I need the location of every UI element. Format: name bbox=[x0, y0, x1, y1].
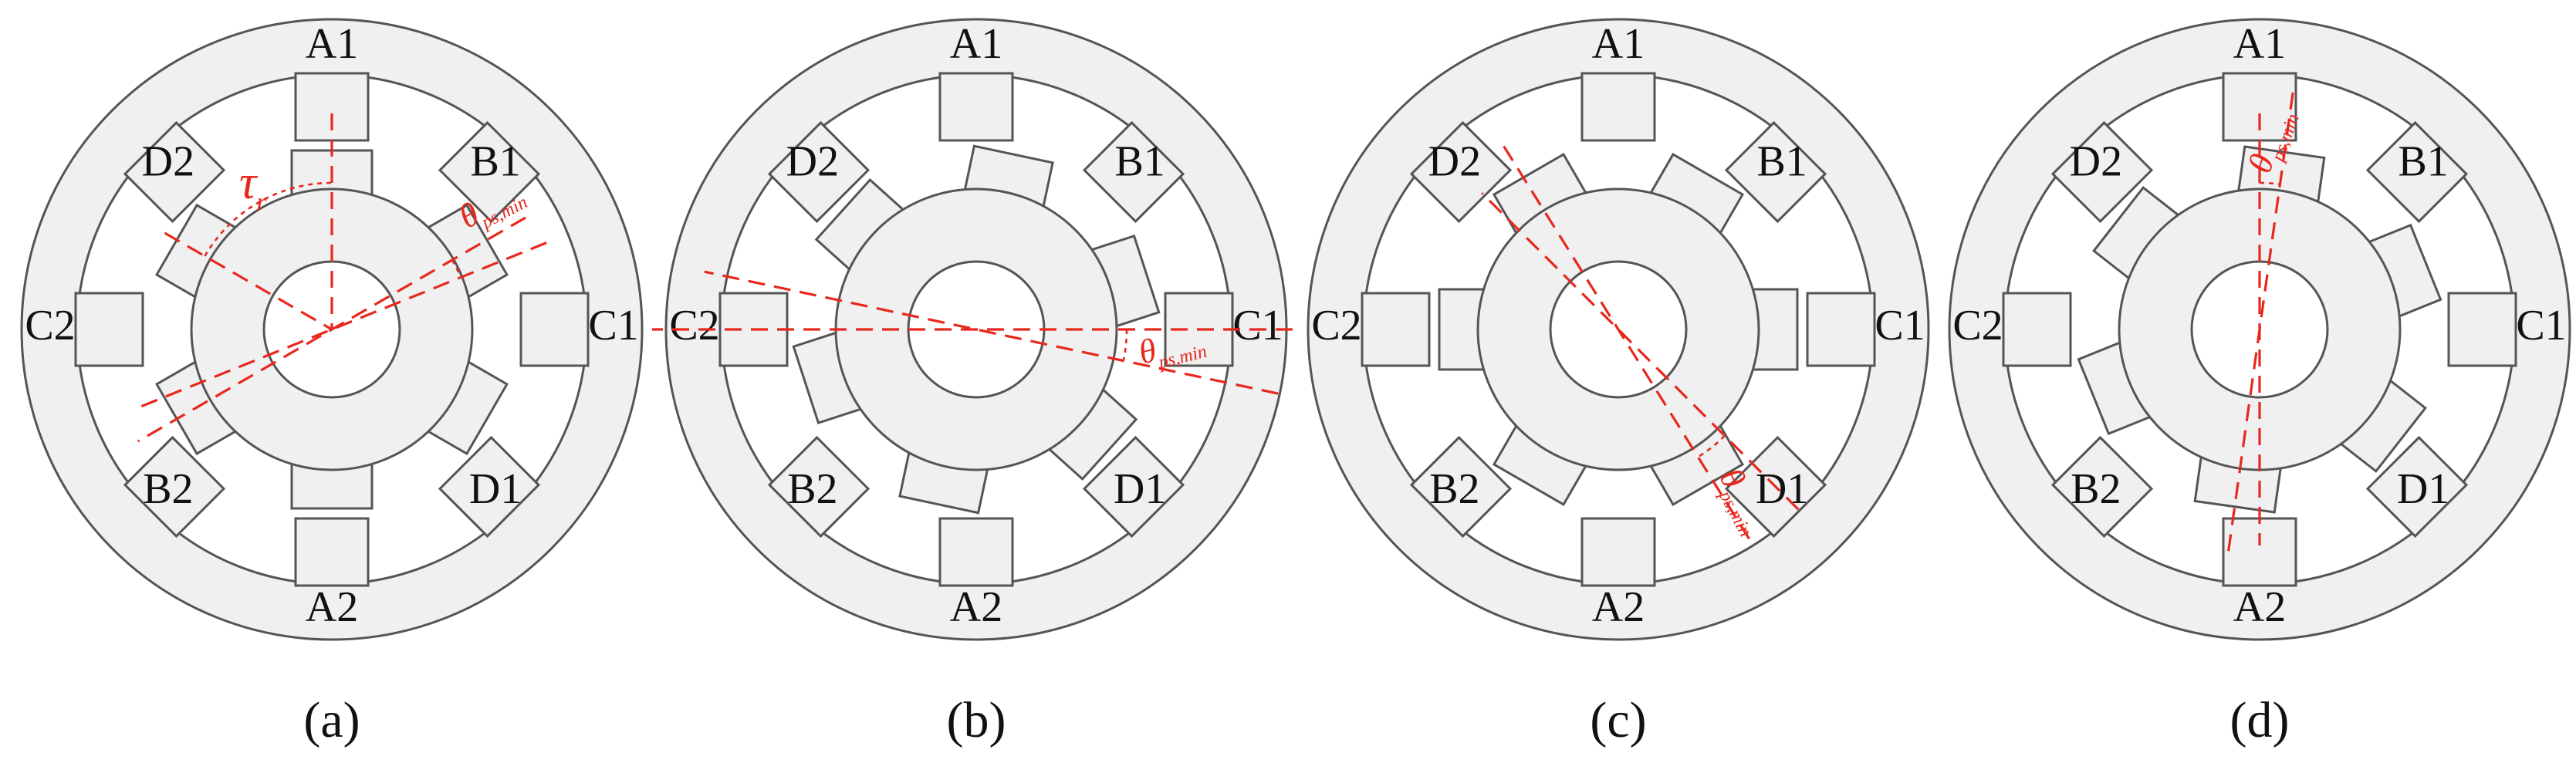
pole-label-c2: C2 bbox=[669, 302, 719, 349]
pole-label-d1: D1 bbox=[469, 465, 522, 513]
stator-pole-c1 bbox=[2447, 292, 2517, 367]
reference-line-rotor bbox=[704, 270, 1279, 395]
pole-label-a2: A2 bbox=[306, 583, 358, 631]
pole-label-b1: B1 bbox=[1756, 138, 1807, 186]
stator-pole-b2 bbox=[767, 435, 870, 539]
arc-theta bbox=[1122, 329, 1128, 361]
pole-label-c1: C1 bbox=[1232, 302, 1283, 349]
pole-label-b1: B1 bbox=[470, 138, 520, 186]
pole-label-c1: C1 bbox=[2516, 302, 2566, 349]
stator-pole-c2 bbox=[74, 292, 144, 367]
stator-pole-d2 bbox=[1409, 120, 1513, 224]
stator-pole-a1 bbox=[938, 72, 1014, 142]
annotation-tau-r: τr bbox=[239, 157, 267, 217]
stator-pole-d1 bbox=[438, 435, 541, 539]
pole-label-a1: A1 bbox=[950, 20, 1002, 68]
pole-label-b2: B2 bbox=[2071, 465, 2121, 513]
stator-pole-b1 bbox=[2365, 120, 2469, 224]
pole-label-d2: D2 bbox=[786, 138, 839, 186]
pole-label-a1: A1 bbox=[2233, 20, 2286, 68]
pole-label-b2: B2 bbox=[143, 465, 193, 513]
stator-pole-a2 bbox=[938, 517, 1014, 587]
stator-pole-b1 bbox=[438, 120, 541, 224]
stator-pole-b1 bbox=[1724, 120, 1827, 224]
stator-pole-b2 bbox=[123, 435, 226, 539]
arc-tau-r bbox=[204, 181, 333, 257]
pole-label-d1: D1 bbox=[1114, 465, 1166, 513]
stator-pole-d2 bbox=[767, 120, 870, 224]
pole-label-c1: C1 bbox=[588, 302, 638, 349]
reference-line-rotor-d2 bbox=[164, 231, 333, 331]
pole-label-b1: B1 bbox=[1114, 138, 1165, 186]
pole-label-a2: A2 bbox=[950, 583, 1002, 631]
pole-label-d1: D1 bbox=[1756, 465, 1808, 513]
reference-line-stator-axis bbox=[1481, 192, 1800, 511]
stator-pole-a1 bbox=[1580, 72, 1656, 142]
pole-label-c2: C2 bbox=[25, 302, 75, 349]
stator-pole-c2 bbox=[2002, 292, 2072, 367]
pole-label-a1: A1 bbox=[306, 20, 358, 68]
pole-label-b2: B2 bbox=[1429, 465, 1479, 513]
stator-pole-d1 bbox=[2365, 435, 2469, 539]
stator-pole-b2 bbox=[2050, 435, 2154, 539]
arc-theta bbox=[2259, 181, 2280, 186]
pole-label-b1: B1 bbox=[2398, 138, 2448, 186]
pole-label-c1: C1 bbox=[1875, 302, 1925, 349]
pole-label-c2: C2 bbox=[1311, 302, 1361, 349]
stator-pole-b2 bbox=[1409, 435, 1513, 539]
stator-pole-b1 bbox=[1082, 120, 1185, 224]
pole-label-a1: A1 bbox=[1592, 20, 1645, 68]
pole-label-d2: D2 bbox=[2070, 138, 2122, 186]
stator-pole-a2 bbox=[1580, 517, 1656, 587]
pole-label-d2: D2 bbox=[1428, 138, 1481, 186]
panel-caption: (d) bbox=[2230, 692, 2290, 748]
stator-pole-c1 bbox=[519, 292, 590, 367]
stator-pole-a1 bbox=[294, 72, 370, 142]
stator-pole-a2 bbox=[2222, 517, 2297, 587]
pole-label-a2: A2 bbox=[1592, 583, 1645, 631]
panel-caption: (b) bbox=[947, 692, 1006, 748]
arc-theta bbox=[1697, 434, 1726, 458]
stator-pole-c1 bbox=[1806, 292, 1876, 367]
stator-pole-c2 bbox=[1361, 292, 1431, 367]
stator-pole-d1 bbox=[1082, 435, 1185, 539]
stator-pole-d2 bbox=[123, 120, 226, 224]
pole-label-a2: A2 bbox=[2233, 583, 2286, 631]
stator-pole-d2 bbox=[2050, 120, 2154, 224]
panel-caption: (a) bbox=[303, 692, 360, 748]
pole-label-b2: B2 bbox=[787, 465, 837, 513]
reference-line-rotor bbox=[138, 241, 547, 409]
stator-pole-a1 bbox=[2222, 72, 2297, 142]
pole-label-d2: D2 bbox=[142, 138, 194, 186]
stator-pole-a2 bbox=[294, 517, 370, 587]
arc-theta bbox=[451, 259, 462, 279]
pole-label-d1: D1 bbox=[2397, 465, 2449, 513]
pole-label-c2: C2 bbox=[1952, 302, 2003, 349]
panel-caption: (c) bbox=[1590, 692, 1646, 748]
